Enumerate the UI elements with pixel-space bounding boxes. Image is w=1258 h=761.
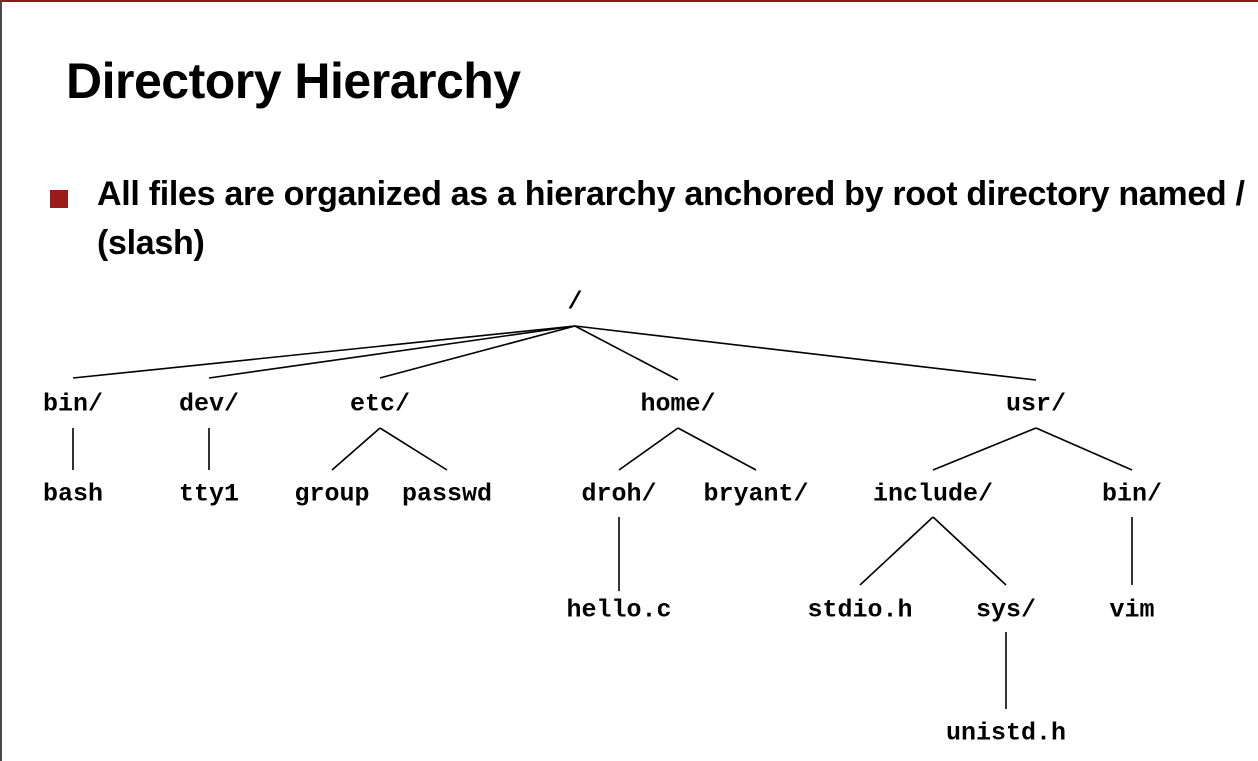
node-vim: vim	[1109, 596, 1154, 625]
node-tty1: tty1	[179, 480, 239, 509]
edge-include-stdioh	[859, 516, 934, 586]
edge-root-etc	[379, 325, 576, 379]
node-home: home/	[640, 390, 715, 419]
edge-home-bryant	[677, 427, 757, 471]
node-bin: bin/	[43, 390, 103, 419]
edge-usr-usrbin	[1035, 427, 1133, 471]
edge-home-droh	[618, 427, 679, 471]
edge-root-usr	[574, 325, 1037, 381]
node-root: /	[567, 288, 582, 317]
tree-labels: / bin/dev/etc/home/usr/bash tty1 group passw…	[43, 288, 1162, 748]
edge-usr-include	[932, 427, 1037, 471]
node-stdioh: stdio.h	[807, 596, 912, 625]
node-unistdh: unistd.h	[946, 719, 1066, 748]
node-usr: usr/	[1006, 390, 1066, 419]
edge-include-sys	[932, 516, 1007, 586]
node-dev: dev/	[179, 390, 239, 419]
slide-title: Directory Hierarchy	[66, 53, 521, 109]
edge-etc-group	[331, 427, 381, 471]
edge-root-bin	[72, 325, 576, 379]
node-sys: sys/	[976, 596, 1036, 625]
edge-root-home	[574, 325, 679, 381]
node-helloc: hello.c	[566, 596, 671, 625]
node-passwd: passwd	[402, 480, 492, 509]
edge-etc-passwd	[379, 427, 448, 471]
node-bryant: bryant/	[703, 480, 808, 509]
bullet-text: All files are organized as a hierarchy a…	[97, 175, 1245, 262]
node-bash: bash	[43, 480, 103, 509]
node-droh: droh/	[581, 480, 656, 509]
node-usrbin: bin/	[1102, 480, 1162, 509]
edge-root-dev	[208, 325, 576, 379]
node-group: group	[294, 480, 369, 509]
tree-edges	[72, 325, 1133, 709]
node-include: include/	[873, 480, 993, 509]
node-etc: etc/	[350, 390, 410, 419]
bullet-square-icon	[50, 190, 68, 208]
